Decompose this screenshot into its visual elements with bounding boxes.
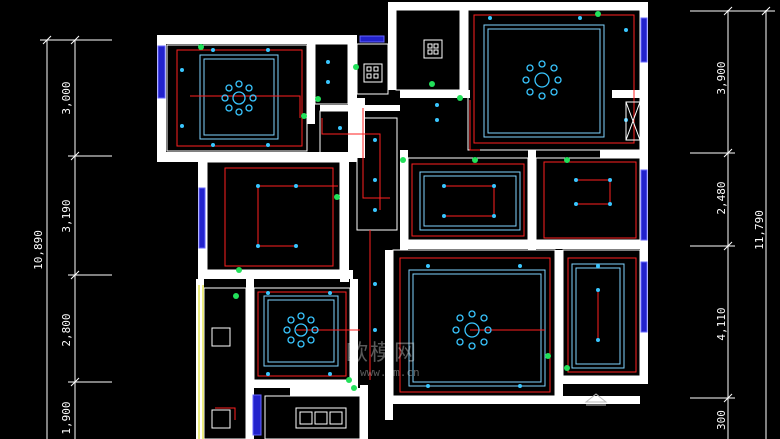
watermark-url: www.om.cn [360,366,420,379]
left-dimension-3: 2,800 [60,313,73,346]
left-dimension-chain [40,35,112,439]
switch-nodes [198,11,601,391]
ceiling-lamp-master [522,60,562,100]
ceiling-lamp-living [452,310,492,350]
vents [211,39,641,429]
left-total-dimension: 10,890 [32,230,45,270]
watermark: 欧模网 www.om.cn [346,341,420,379]
left-dimension-1: 3,000 [60,81,73,114]
ceiling-lamp-bedroom-1 [221,80,257,116]
entry-door-frame [198,285,204,439]
left-dimension-4: 1,900 [60,401,73,434]
wall-outlines [166,9,641,439]
right-dimension-4: 300 [715,410,728,430]
right-dimension-1: 3,900 [715,61,728,94]
watermark-logo-text: 欧模网 [346,341,418,366]
right-dimension-3: 4,110 [715,307,728,340]
downlights [180,16,628,388]
right-dimension-2: 2,480 [715,181,728,214]
left-dimension-2: 3,190 [60,199,73,232]
ceiling-lamp-bedroom-2 [283,312,319,348]
stair-symbol [584,393,608,406]
right-total-dimension: 11,790 [753,210,766,250]
right-dimension-chain [690,6,775,439]
windows [157,17,648,436]
